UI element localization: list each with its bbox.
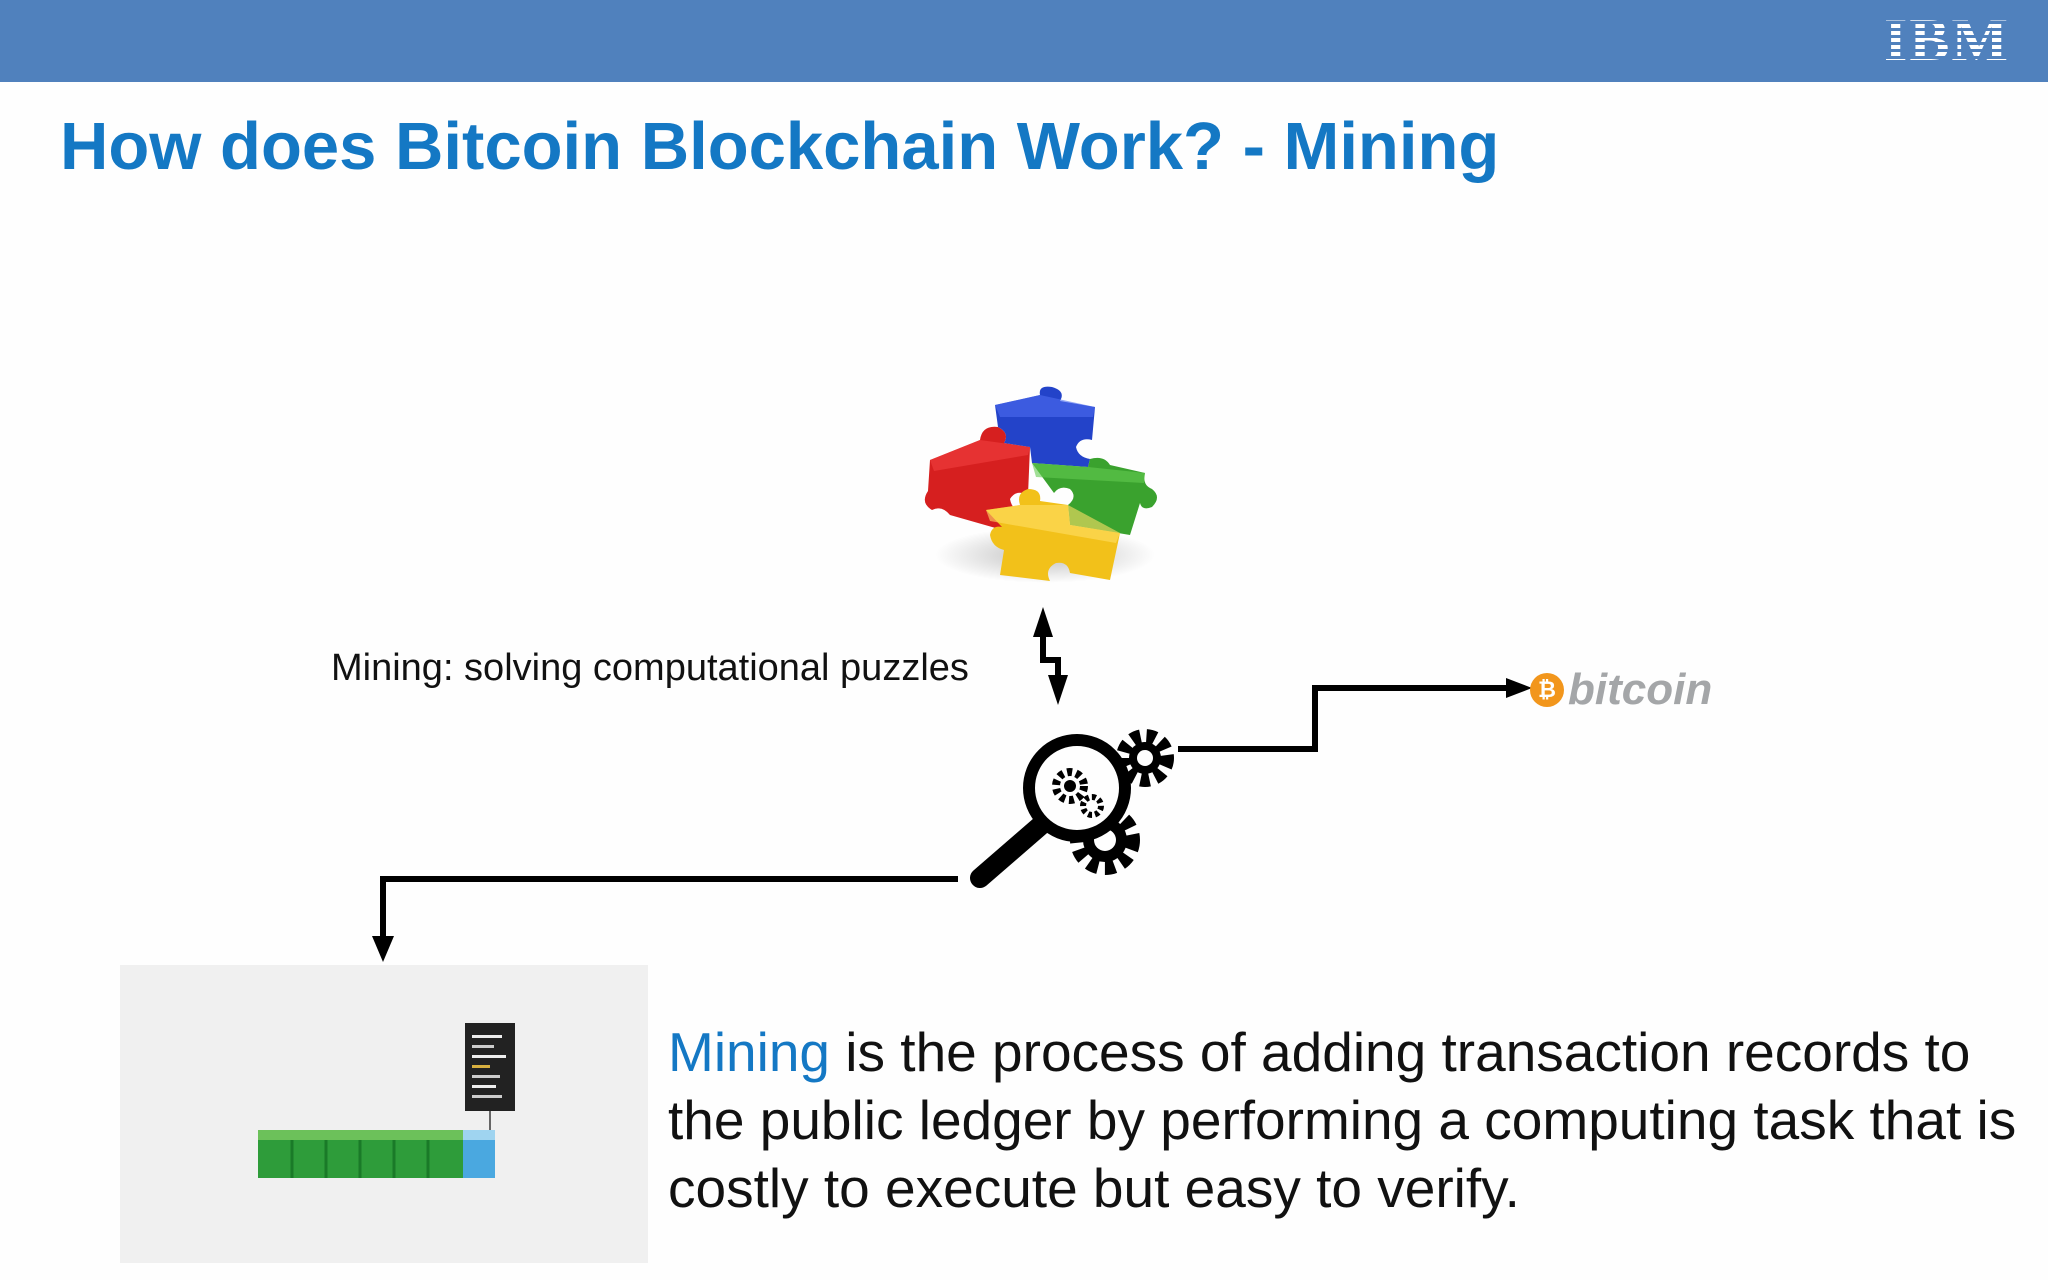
bitcoin-logo-text: bitcoin: [1568, 665, 1713, 714]
reward-arrow: [1178, 678, 1532, 752]
block-chain: [258, 1130, 495, 1178]
bitcoin-logo: ₿ bitcoin: [1530, 665, 1712, 715]
blockchain-icon: [258, 1023, 515, 1178]
mining-definition: Mining is the process of adding transact…: [668, 1018, 2028, 1222]
slide-title: How does Bitcoin Blockchain Work? - Mini…: [60, 109, 1500, 184]
ibm-logo: IBM: [1884, 7, 2010, 73]
mining-caption: Mining: solving computational puzzles: [331, 647, 969, 689]
magnifier-gears-icon: [970, 729, 1174, 888]
definition-text: is the process of adding transaction rec…: [668, 1021, 2017, 1219]
bitcoin-coin-icon: ₿: [1530, 673, 1564, 707]
header-bar: IBM: [0, 0, 2048, 82]
ledger-arrow: [372, 876, 958, 962]
puzzle-link-arrow: [1033, 607, 1068, 705]
blockchain-image: [120, 965, 648, 1263]
definition-term: Mining: [668, 1021, 831, 1083]
document-icon: [465, 1023, 515, 1141]
puzzle-pieces-icon: [924, 386, 1157, 583]
